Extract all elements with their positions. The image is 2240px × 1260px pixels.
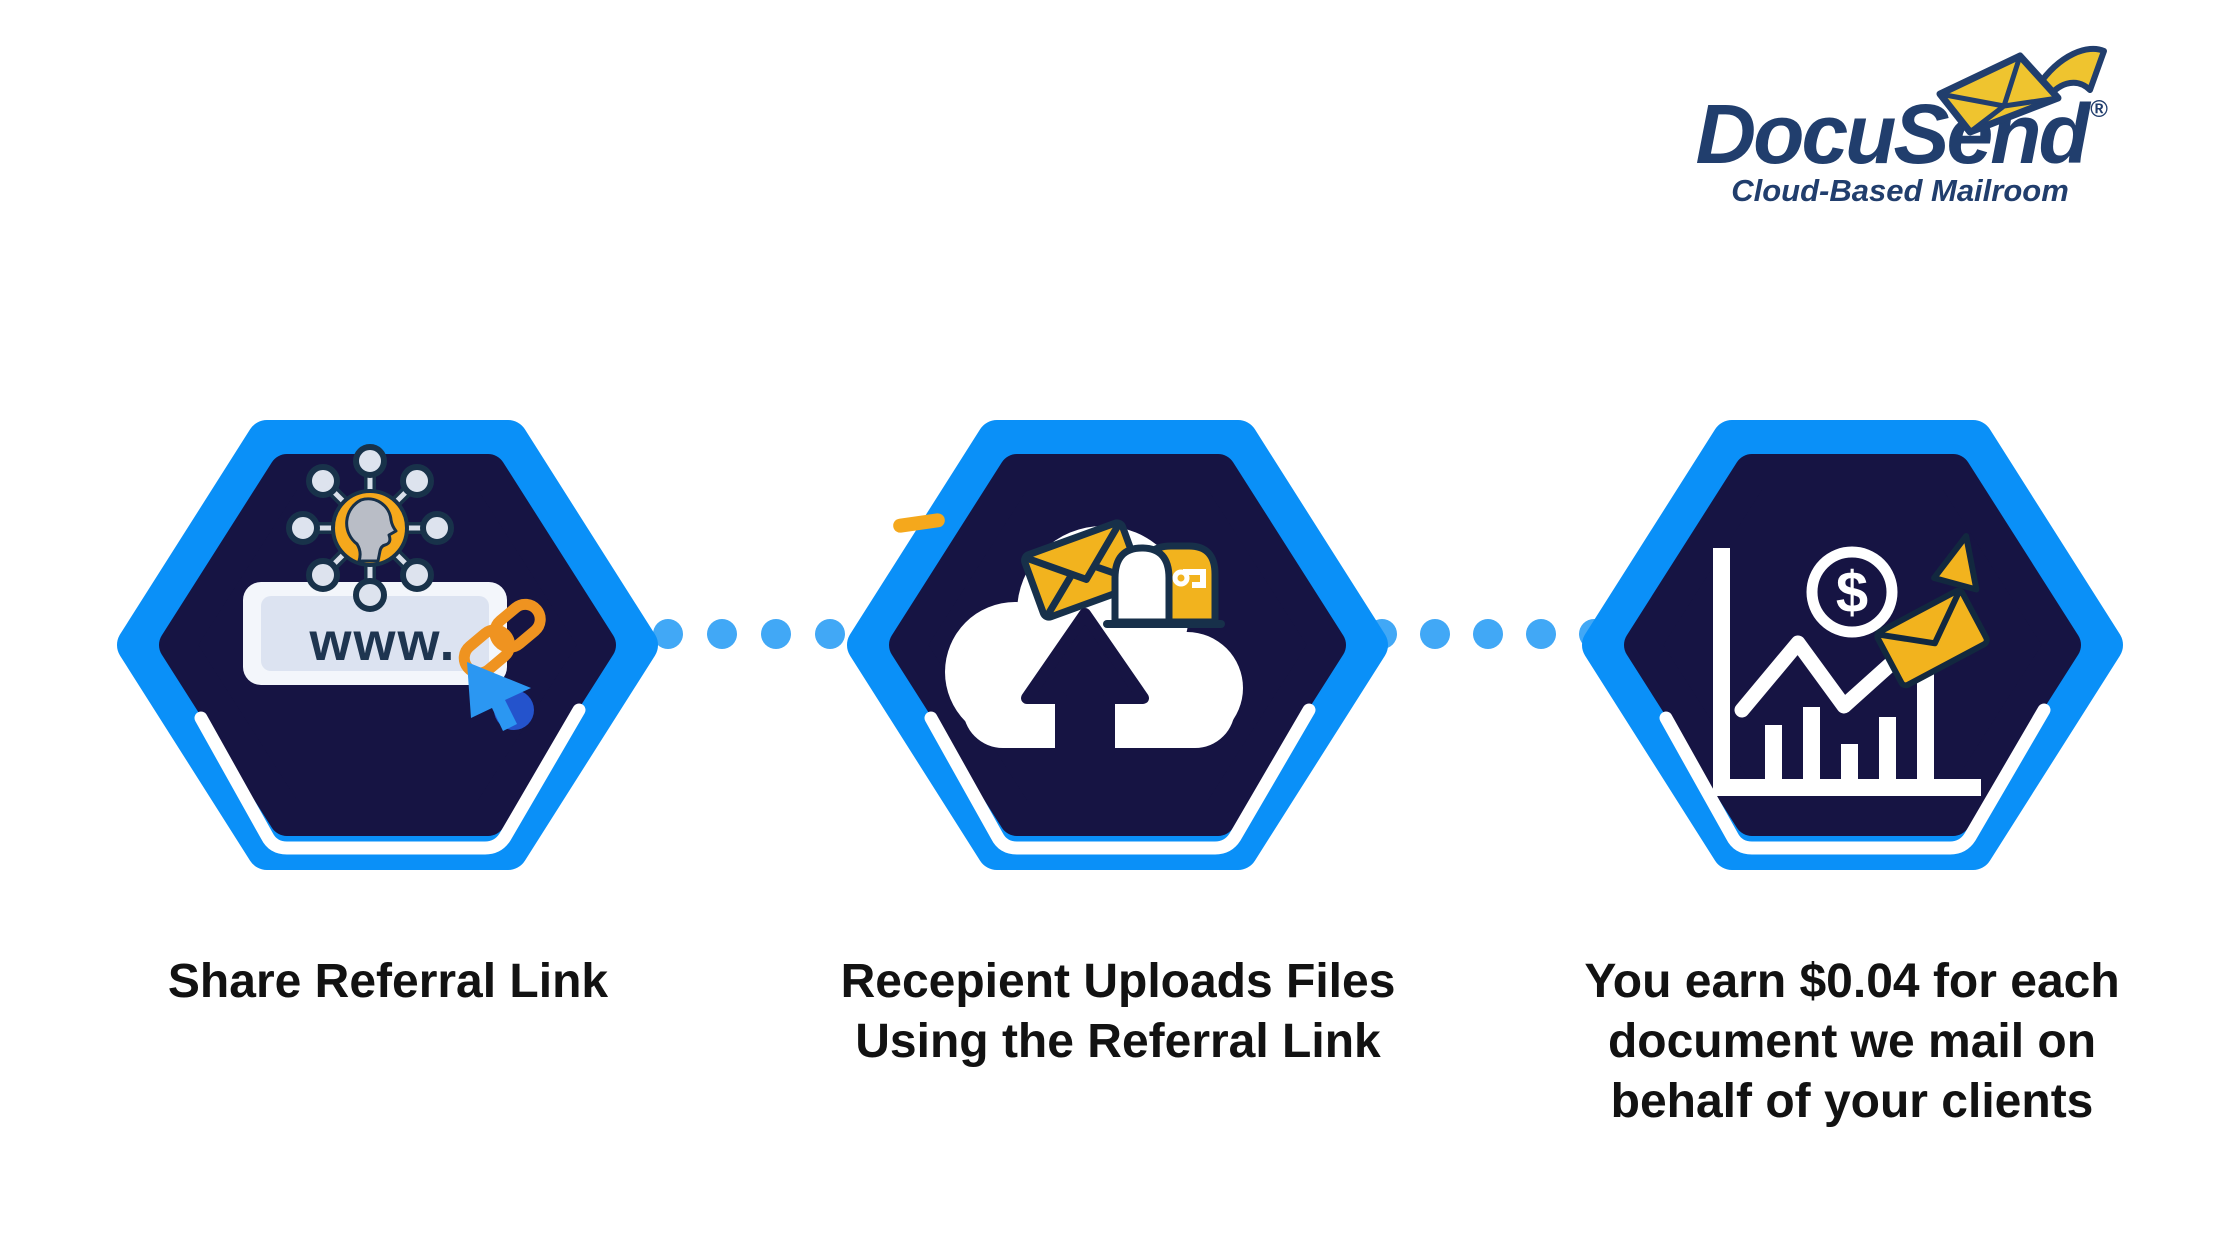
envelope-arrow-icon <box>1936 45 2107 136</box>
brand-tagline: Cloud-Based Mailroom <box>1731 173 2069 208</box>
connector-dot <box>761 619 791 649</box>
connector-dot <box>707 619 737 649</box>
registered-mark: ® <box>2089 96 2108 123</box>
caption-line: Using the Referral Link <box>855 1015 1381 1068</box>
trend-line <box>1734 619 1940 718</box>
caption-line: Share Referral Link <box>167 955 609 1008</box>
www-text: www. <box>308 612 456 672</box>
network-referral-link-icon: www. <box>243 444 546 731</box>
caption-step-2: Recepient Uploads Files Using the Referr… <box>788 952 1448 1072</box>
connector-dot <box>1526 619 1556 649</box>
bar-chart <box>1713 548 1981 796</box>
head-silhouette <box>345 497 398 563</box>
hexagon-step-1: www. <box>117 420 658 870</box>
connector-dot <box>1420 619 1450 649</box>
caption-line: behalf of your clients <box>1610 1075 2094 1128</box>
flying-envelope-icon <box>1874 533 1990 689</box>
caption-line: Recepient Uploads Files <box>840 955 1396 1008</box>
connector-dot <box>1473 619 1503 649</box>
hexagon-step-3: $ <box>1582 420 2123 870</box>
logo: DocuSend® Cloud-Based Mailroom <box>1665 45 2135 228</box>
connector-dot <box>815 619 845 649</box>
caption-step-3: You earn $0.04 for each document we mail… <box>1522 952 2182 1132</box>
caption-step-1: Share Referral Link <box>58 952 718 1012</box>
mailbox-icon <box>1103 542 1225 628</box>
earnings-chart-icon: $ <box>1713 533 1990 796</box>
cloud-upload-mailbox-icon <box>945 519 1243 758</box>
address-bar: www. <box>243 582 507 685</box>
dollar-coin-icon: $ <box>1806 546 1898 638</box>
connector-dot <box>653 619 683 649</box>
cursor-arrow-icon <box>467 662 534 731</box>
caption-line: You earn $0.04 for each <box>1584 955 2120 1008</box>
upload-arrow-icon <box>1021 608 1149 758</box>
caption-line: document we mail on <box>1607 1015 2097 1068</box>
hexagon-step-2 <box>847 420 1388 870</box>
dollar-sign: $ <box>1836 560 1868 625</box>
